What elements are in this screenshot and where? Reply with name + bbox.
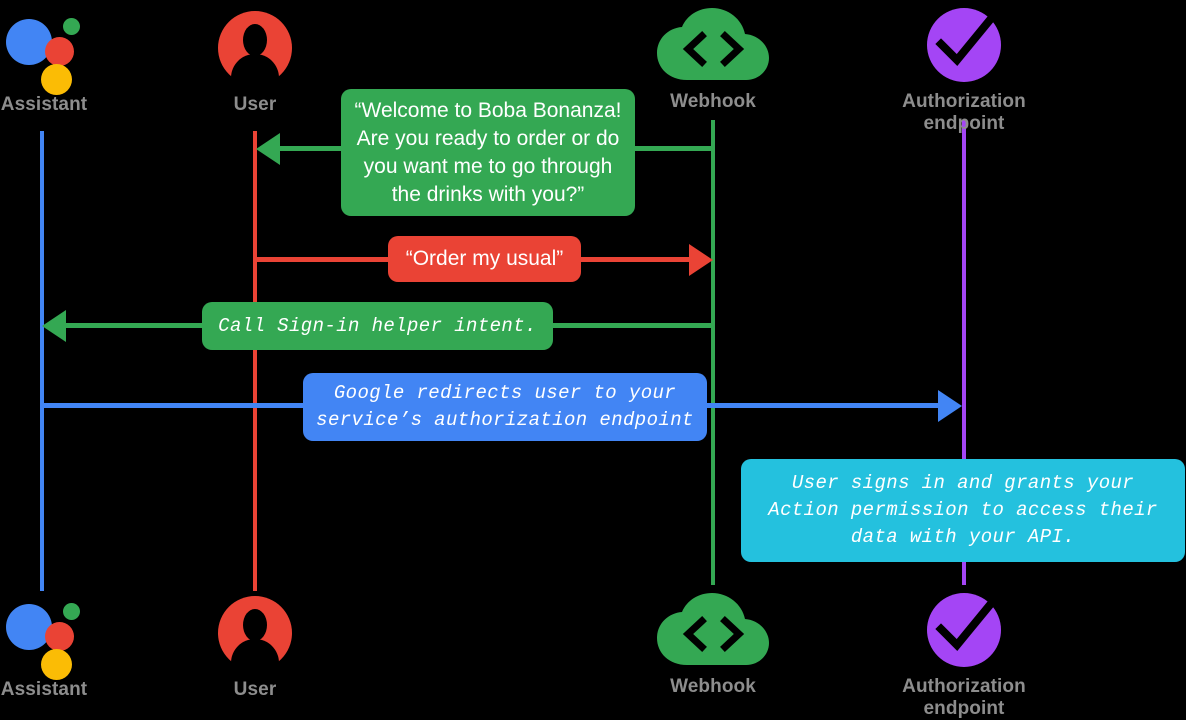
actor-assistant-top: Assistant [0,8,144,116]
actor-webhook-bottom: Webhook [613,590,813,698]
cloud-code-icon-top [613,5,813,85]
actor-webhook-top: Webhook [613,5,813,113]
lifeline-authorization [962,120,966,585]
lifeline-assistant [40,131,44,591]
purple-check-circle-icon-bottom [864,590,1064,670]
lifeline-webhook [711,120,715,585]
arrow-head-welcome [256,133,280,165]
actor-authorization-bottom: Authorization endpoint [864,590,1064,720]
lifeline-user [253,131,257,591]
message-bubble-redirect: Google redirects user to your service’s … [303,373,707,441]
actor-authorization-top: Authorization endpoint [864,5,1064,135]
message-bubble-welcome: “Welcome to Boba Bonanza! Are you ready … [341,89,635,216]
actor-label-webhook-bottom: Webhook [670,676,756,697]
message-text-welcome: “Welcome to Boba Bonanza! Are you ready … [354,98,622,206]
actor-label-assistant-bottom: Assistant [0,679,88,700]
actor-label-authorization-bottom: Authorization endpoint [902,676,1026,719]
actor-assistant-bottom: Assistant [0,593,144,701]
actor-user-top: User [155,8,355,116]
actor-label-user-top: User [233,94,277,115]
cloud-code-icon-bottom [613,590,813,670]
arrow-head-signin [42,310,66,342]
actor-user-bottom: User [155,593,355,701]
assistant-logo-icon-top [0,8,144,95]
arrow-head-redirect [938,390,962,422]
message-bubble-user-signs-in: User signs in and grants your Action per… [741,459,1185,562]
user-avatar-icon-bottom [155,593,355,673]
purple-check-circle-icon-top [864,5,1064,85]
message-text-user-signs-in: User signs in and grants your Action per… [768,472,1158,548]
assistant-logo-icon-bottom [0,593,144,680]
actor-label-authorization-top: Authorization endpoint [902,91,1026,134]
message-text-redirect: Google redirects user to your service’s … [316,382,694,431]
message-bubble-signin: Call Sign-in helper intent. [202,302,553,350]
message-text-order: “Order my usual” [405,247,564,270]
user-avatar-icon-top [155,8,355,88]
actor-label-assistant-top: Assistant [0,94,88,115]
message-text-signin: Call Sign-in helper intent. [218,314,537,337]
actor-label-webhook-top: Webhook [670,91,756,112]
message-bubble-order: “Order my usual” [388,236,581,282]
arrow-head-order [689,244,713,276]
actor-label-user-bottom: User [233,679,277,700]
